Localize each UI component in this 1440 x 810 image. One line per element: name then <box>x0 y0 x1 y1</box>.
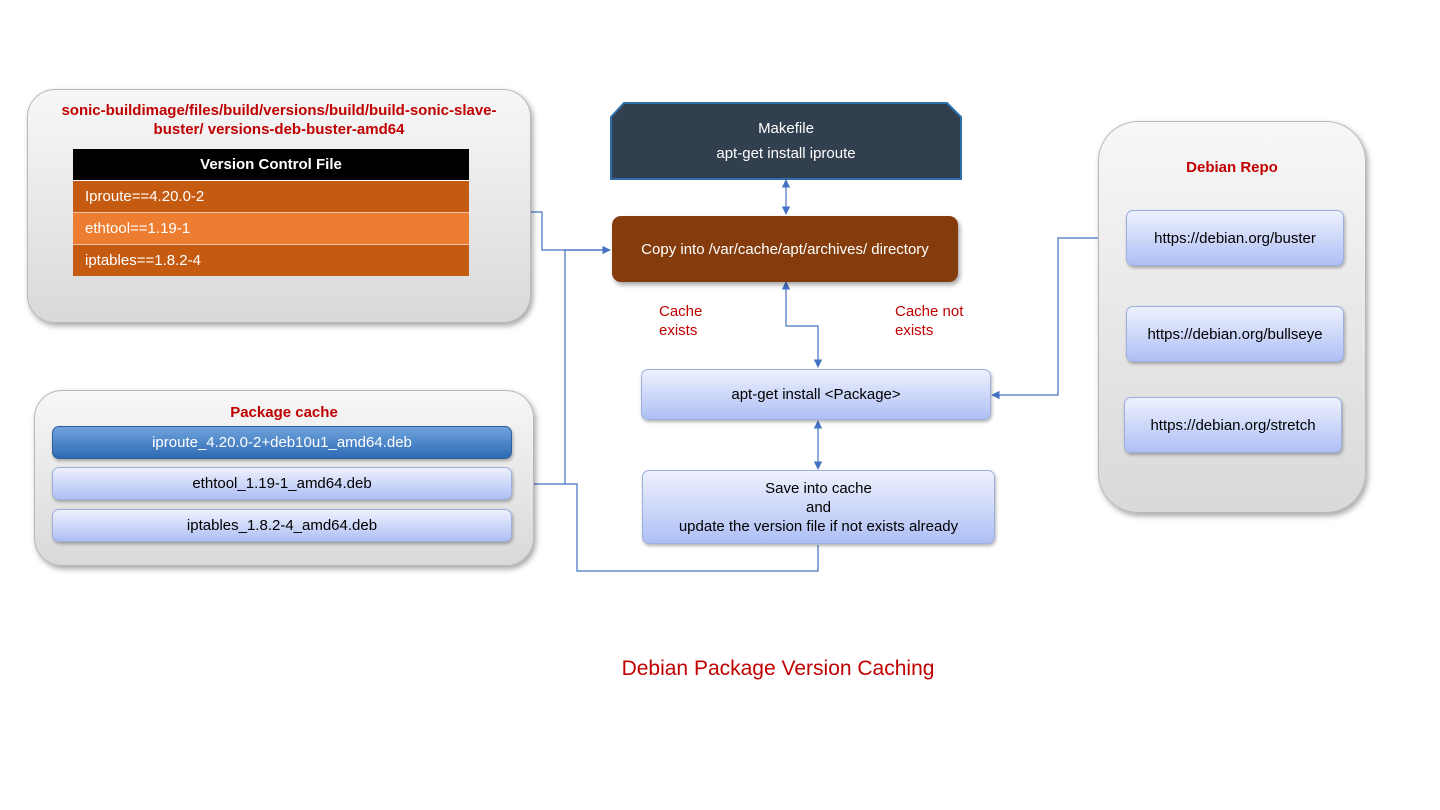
version-file-path: sonic-buildimage/files/build/versions/bu… <box>61 102 497 138</box>
debian-repo-title: Debian Repo <box>1186 159 1278 176</box>
makefile-title: Makefile <box>758 120 814 137</box>
makefile-box: Makefile apt-get install iproute <box>610 102 962 180</box>
copy-apt-connector <box>781 281 823 368</box>
package-cache-title: Package cache <box>230 404 338 421</box>
save-line-3: update the version file if not exists al… <box>678 517 959 535</box>
makefile-command: apt-get install iproute <box>716 145 856 162</box>
save-line-2: and <box>805 498 832 516</box>
save-to-cache-connector <box>513 479 819 572</box>
repo-item-stretch: https://debian.org/stretch <box>1124 397 1342 453</box>
cache-exists-note: Cache exists <box>659 303 703 339</box>
version-row-iptables: iptables==1.8.2-4 <box>73 245 469 276</box>
cache-item-iproute: iproute_4.20.0-2+deb10u1_amd64.deb <box>52 426 512 459</box>
cache-item-iptables: iptables_1.8.2-4_amd64.deb <box>52 509 512 542</box>
diagram-caption: Debian Package Version Caching <box>621 657 935 680</box>
repo-item-bullseye: https://debian.org/bullseye <box>1126 306 1344 362</box>
apt-get-install-box: apt-get install <Package> <box>641 369 991 420</box>
repo-to-apt-connector <box>991 237 1098 400</box>
cache-to-copy-connector <box>564 245 611 484</box>
version-row-ethtool: ethtool==1.19-1 <box>73 213 469 245</box>
copy-archives-box: Copy into /var/cache/apt/archives/ direc… <box>612 216 958 282</box>
repo-item-buster: https://debian.org/buster <box>1126 210 1344 266</box>
version-table-header: Version Control File <box>73 149 469 181</box>
save-line-1: Save into cache <box>765 479 872 497</box>
cache-not-exists-note: Cache not exists <box>895 303 964 339</box>
version-control-table: Version Control File Iproute==4.20.0-2 e… <box>73 149 469 276</box>
cache-item-ethtool: ethtool_1.19-1_amd64.deb <box>52 467 512 500</box>
save-into-cache-box: Save into cache and update the version f… <box>642 470 995 544</box>
version-row-iproute: Iproute==4.20.0-2 <box>73 181 469 213</box>
makefile-box-shape <box>610 102 962 180</box>
